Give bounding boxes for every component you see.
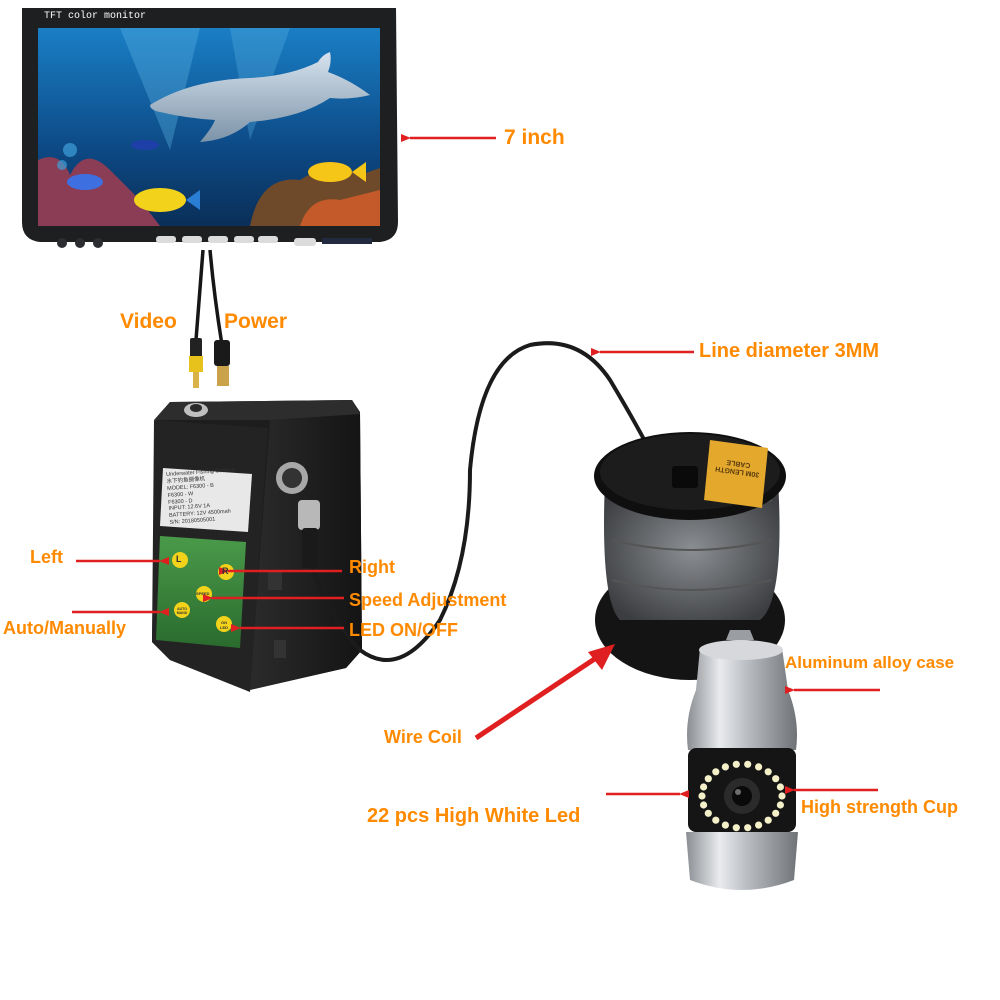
reel-sticker — [704, 440, 768, 508]
white-led — [755, 821, 763, 829]
left-button — [172, 552, 188, 568]
white-led — [700, 783, 708, 791]
power-plug — [214, 340, 230, 386]
right-button-glyph: R — [222, 566, 229, 576]
speed-label: Speed Adjustment — [349, 590, 507, 610]
led-label: LED ON/OFF — [349, 620, 458, 640]
white-led — [704, 809, 712, 817]
white-led — [732, 760, 740, 768]
white-led — [772, 775, 780, 783]
white-led — [732, 824, 740, 832]
white-led — [772, 809, 780, 817]
auto-button-glyph: AUTO MANU — [176, 607, 188, 615]
bottom-cup — [686, 832, 798, 890]
aluminum-case — [687, 640, 797, 750]
left-button-glyph: L — [176, 554, 182, 564]
line-diameter-label: Line diameter 3MM — [699, 340, 880, 362]
white-led — [778, 792, 786, 800]
angelfish — [134, 188, 186, 212]
white-led — [776, 783, 785, 791]
white-led — [744, 760, 752, 768]
cup-label: High strength Cup — [801, 797, 958, 817]
left-label: Left — [30, 547, 63, 567]
right-label: Right — [349, 557, 395, 577]
led-array — [698, 760, 786, 832]
auto-button — [174, 602, 190, 618]
speed-button-glyph: SPEED — [196, 591, 210, 596]
leds-label: 22 pcs High White Led — [367, 805, 581, 827]
yellow-fish — [308, 162, 352, 182]
white-led — [721, 821, 730, 829]
white-led — [755, 763, 763, 771]
power-label: Power — [224, 310, 288, 333]
white-led — [700, 801, 708, 809]
led-button — [216, 616, 232, 632]
white-led — [698, 792, 706, 800]
monitor-title: TFT color monitor — [44, 11, 147, 22]
white-led — [704, 775, 712, 783]
callout-arrows — [72, 134, 880, 798]
white-led — [764, 816, 772, 824]
white-led — [712, 768, 720, 776]
monitor — [22, 8, 398, 248]
spec-sticker — [160, 468, 252, 532]
screen-size-label: 7 inch — [504, 126, 565, 149]
underwater-camera — [686, 630, 798, 890]
white-led — [712, 816, 720, 824]
led-button-glyph: ON LED — [220, 620, 228, 630]
spec-sticker-text: Underwater Fishing Camera 水下钓鱼摄像机 MODEL:… — [166, 467, 238, 527]
control-box — [152, 400, 362, 692]
case-label: Aluminum alloy case — [785, 653, 955, 672]
coil-label: Wire Coil — [384, 727, 462, 747]
video-plug — [189, 338, 203, 388]
white-led — [721, 763, 730, 771]
auto-label: Auto/Manually — [3, 618, 127, 638]
white-led — [776, 801, 785, 809]
wire-coil-arrowhead — [588, 644, 615, 670]
white-led — [764, 768, 772, 776]
dolphin — [150, 52, 370, 142]
cable — [310, 341, 662, 662]
video-label: Video — [120, 310, 177, 333]
camera-lens — [732, 786, 752, 806]
white-led — [744, 824, 752, 832]
camera-connector — [298, 500, 320, 568]
